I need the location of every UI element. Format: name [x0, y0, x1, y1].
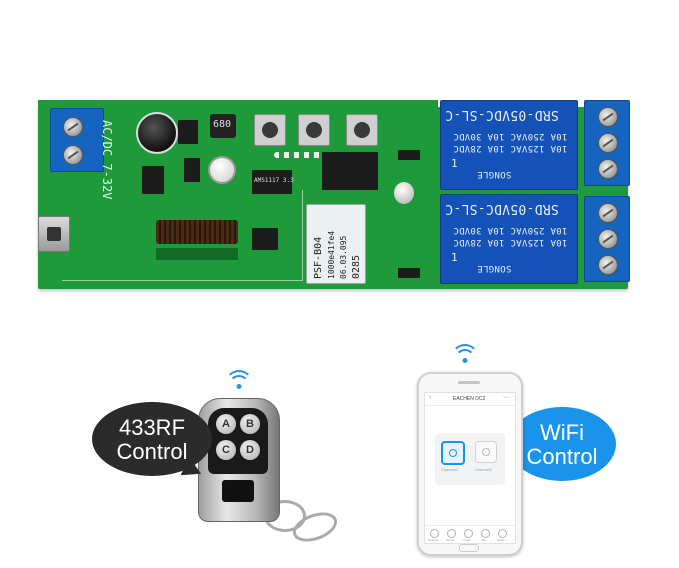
screw-icon — [598, 203, 618, 223]
more-icon[interactable]: ⋯ — [503, 395, 509, 401]
small-capacitor — [208, 156, 236, 184]
module-line-1: PSF-B04 — [313, 236, 324, 279]
wifi-bubble-line-1: WiFi — [540, 420, 584, 445]
relay-2: SRD-05VDC-SL-C 10A 250VAC 10A 30VDC 10A … — [440, 194, 578, 284]
chip — [184, 158, 200, 182]
output-terminal-1 — [584, 100, 630, 186]
relay-mark: 1 — [451, 157, 458, 170]
tab-room-icon[interactable] — [498, 529, 507, 538]
relay-rating-1: 10A 250VAC 10A 30VDC — [453, 225, 568, 235]
phone-speaker — [458, 381, 480, 384]
channel-1-label: Channel1 — [441, 467, 459, 472]
power-icon — [482, 448, 490, 456]
screw-icon — [598, 255, 618, 275]
wifi-icon — [451, 344, 479, 364]
output-terminal-2 — [584, 196, 630, 282]
remote-button-a: A — [216, 414, 236, 434]
tab-timer-label: Timer — [463, 538, 471, 542]
tab-devices-label: Devices — [428, 538, 439, 542]
rf-control-bubble: 433RF Control — [92, 402, 212, 476]
power-terminal — [50, 108, 104, 172]
rf-bubble-line-2: Control — [116, 439, 188, 464]
back-icon[interactable]: ‹ — [429, 394, 432, 401]
relay-1: SRD-05VDC-SL-C 10A 250VAC 10A 30VDC 10A … — [440, 100, 578, 190]
electrolytic-capacitor — [136, 112, 178, 154]
regulator-code: AMS1117 3.3 — [254, 177, 294, 184]
screw-icon — [598, 107, 618, 127]
driver-chip — [322, 152, 378, 190]
wifi-control-bubble: WiFi Control — [508, 407, 616, 481]
screw-icon — [598, 133, 618, 153]
tactile-button — [298, 114, 330, 146]
usb-socket — [47, 227, 61, 241]
wifi-bubble-line-2: Control — [526, 444, 598, 469]
tactile-button — [346, 114, 378, 146]
voltage-label: AC/DC 7-32V — [100, 120, 114, 200]
relay-model: SRD-05VDC-SL-C — [445, 201, 559, 216]
home-button — [459, 544, 479, 552]
tactile-button — [254, 114, 286, 146]
inductor: 680 — [210, 114, 236, 138]
tab-scene-label: Scene — [446, 538, 455, 542]
rf-receiver — [156, 248, 238, 260]
smd-part — [398, 268, 420, 278]
header-pins — [274, 152, 324, 158]
app-header: ‹ EACHEN DC2 ⋯ — [425, 393, 515, 406]
tab-me-label: Me — [482, 538, 487, 542]
module-line-2: 1000e41fe4 — [327, 230, 336, 279]
wifi-module: PSF-B04 1000e41fe4 06.03.095 0285 — [306, 204, 366, 284]
relay-brand: SONGLE — [477, 263, 512, 273]
module-line-3: 06.03.095 — [339, 235, 348, 279]
relay-rating-2: 10A 125VAC 10A 28VDC — [453, 143, 568, 153]
smd-part — [398, 150, 420, 160]
screw-icon — [598, 159, 618, 179]
relay-mark: 1 — [451, 251, 458, 264]
screw-icon — [598, 229, 618, 249]
tab-bar: Devices Scene Timer Me Room — [425, 525, 515, 544]
app-title: EACHEN DC2 — [453, 396, 486, 402]
phone-screen: ‹ EACHEN DC2 ⋯ Channel1 Channel2 Devices… — [424, 392, 516, 544]
relay-board: AC/DC 7-32V 680 AMS1117 3.3 PSF-B04 1000… — [38, 100, 634, 290]
tab-me-icon[interactable] — [481, 529, 490, 538]
relay-rating-2: 10A 125VAC 10A 28VDC — [453, 237, 568, 247]
usb-port — [38, 216, 70, 252]
tab-timer-icon[interactable] — [464, 529, 473, 538]
chip — [142, 166, 164, 194]
remote-button-c: C — [216, 440, 236, 460]
remote-button-b: B — [240, 414, 260, 434]
power-icon — [449, 449, 457, 457]
rf-coil — [156, 220, 238, 244]
crystal — [394, 182, 414, 204]
tab-scene-icon[interactable] — [447, 529, 456, 538]
screw-icon — [63, 145, 83, 165]
screw-icon — [63, 117, 83, 137]
tab-devices-icon[interactable] — [430, 529, 439, 538]
channel-2-toggle[interactable] — [475, 441, 497, 463]
chip — [252, 228, 278, 250]
chip — [178, 120, 198, 144]
relay-rating-1: 10A 250VAC 10A 30VDC — [453, 131, 568, 141]
relay-model: SRD-05VDC-SL-C — [445, 107, 559, 122]
rf-bubble-line-1: 433RF — [118, 415, 186, 440]
regulator-chip: AMS1117 3.3 — [252, 170, 294, 194]
wifi-icon — [225, 370, 253, 390]
tab-room-label: Room — [497, 538, 506, 542]
remote-button-d: D — [240, 440, 260, 460]
module-line-4: 0285 — [351, 254, 362, 279]
remote-grille — [222, 480, 254, 502]
inductor-code: 680 — [213, 119, 232, 130]
silkscreen-outline — [62, 190, 303, 281]
channel-1-toggle[interactable] — [441, 441, 465, 465]
channel-2-label: Channel2 — [475, 467, 493, 472]
relay-brand: SONGLE — [477, 169, 512, 179]
